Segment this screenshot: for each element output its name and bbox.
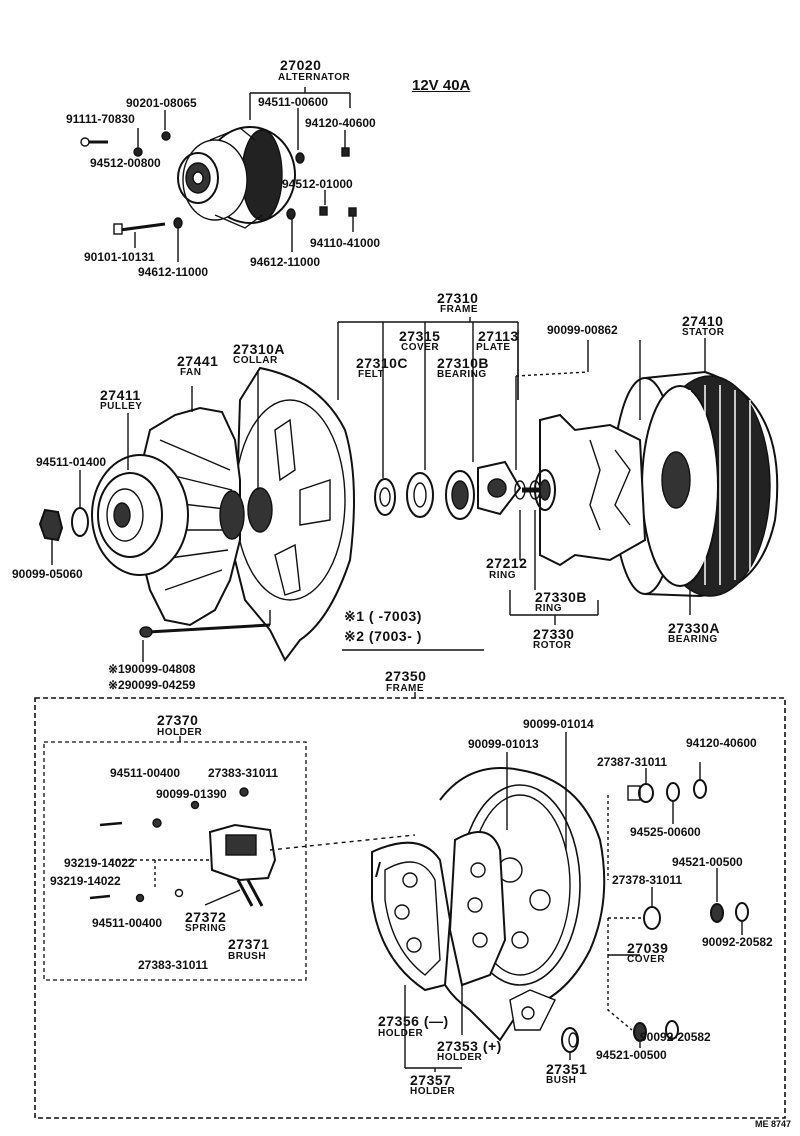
fastener-label: 94612-11000 [250,255,321,269]
part-name: PULLEY [100,401,143,412]
part-no: 90099-00862 [547,323,618,337]
fastener-label: 90201-08065 [126,96,197,110]
part-name: FAN [180,367,202,378]
part-no: 27330 [533,626,575,642]
part-no: 27353 (+) [437,1038,502,1054]
part-no: 27411 [100,387,141,403]
holder-part-no: 27370 [157,712,199,728]
alternator-part-no: 27020 [280,57,322,73]
fastener-label: 94612-11000 [138,265,209,279]
alternator-name: ALTERNATOR [278,72,351,83]
part-no: 90092-20582 [640,1030,711,1044]
part-name: FELT [358,369,385,380]
frame-assembly-illustration [38,317,779,662]
part-name: RING [489,570,516,581]
part-no: 27113 [478,328,519,344]
part-no: 27310A [233,341,286,357]
part-no: 27310B [437,355,490,371]
rear-frame-name: FRAME [386,683,425,694]
fastener-label: 91111-70830 [66,112,135,126]
note-1: ※1 ( -7003) [344,608,422,624]
part-no: 93219-14022 [50,874,121,888]
part-no: 27371 [228,936,270,952]
part-no: 27372 [185,909,227,925]
part-name: ROTOR [533,640,572,651]
part-no: 27351 [546,1061,588,1077]
part-no: 94120-40600 [686,736,757,750]
part-no: 94521-00500 [672,855,743,869]
part-no: 94511-01400 [36,455,107,469]
bolt-note-1: ※190099-04808 [108,662,196,676]
part-no: 90092-20582 [702,935,773,949]
alternator-assembly-illustration [80,87,357,262]
fastener-label: 94511-00600 [258,95,329,109]
bolt-note-2: ※290099-04259 [108,678,196,692]
note-2: ※2 (7003- ) [344,628,422,644]
part-no: 27212 [486,555,528,571]
part-no: 27356 (—) [378,1013,449,1029]
fastener-label: 94120-40600 [305,116,376,130]
holder-name: HOLDER [157,727,203,738]
fastener-label: 94512-00800 [90,156,161,170]
part-no: 90099-01014 [523,717,594,731]
rear-frame-illustration [34,692,786,1119]
part-name: PLATE [476,342,511,353]
fastener-label: 94110-41000 [310,236,381,250]
part-no: 27310C [356,355,409,371]
part-no: 93219-14022 [64,856,135,870]
part-no: 27039 [627,940,669,956]
part-no: 27387-31011 [597,755,668,769]
part-no: 27357 [410,1072,452,1088]
part-name: BRUSH [228,951,267,962]
part-no: 90099-05060 [12,567,83,581]
fastener-label: 90101-10131 [84,250,155,264]
part-name: BEARING [668,634,718,645]
part-name: COLLAR [233,355,278,366]
part-name: SPRING [185,923,227,934]
part-no: 27383-31011 [138,958,209,972]
part-no: 27315 [399,328,441,344]
part-name: RING [535,603,562,614]
part-no: 94511-00400 [110,766,181,780]
part-no: 94511-00400 [92,916,163,930]
part-no: 27410 [682,313,724,329]
part-name: HOLDER [437,1052,483,1063]
part-name: COVER [401,342,440,353]
part-name: BEARING [437,369,487,380]
part-name: HOLDER [410,1086,456,1097]
part-no: 27330A [668,620,721,636]
diagram-title: 12V 40A [412,77,471,94]
part-no: 27330B [535,589,588,605]
rear-frame-part-no: 27350 [385,668,427,684]
part-name: BUSH [546,1075,577,1086]
fastener-label: 94512-01000 [282,177,353,191]
part-name: COVER [627,954,666,965]
part-no: 90099-01390 [156,787,227,801]
part-no: 27383-31011 [208,766,279,780]
drawing-code: ME 8747 [755,1119,792,1129]
part-no: 90099-01013 [468,737,539,751]
part-name: HOLDER [378,1028,424,1039]
part-name: STATOR [682,327,725,338]
part-no: 94521-00500 [596,1048,667,1062]
part-no: 94525-00600 [630,825,701,839]
frame-part-no: 27310 [437,290,479,306]
part-no: 27441 [177,353,219,369]
part-no: 27378-31011 [612,873,683,887]
frame-name: FRAME [440,304,479,315]
